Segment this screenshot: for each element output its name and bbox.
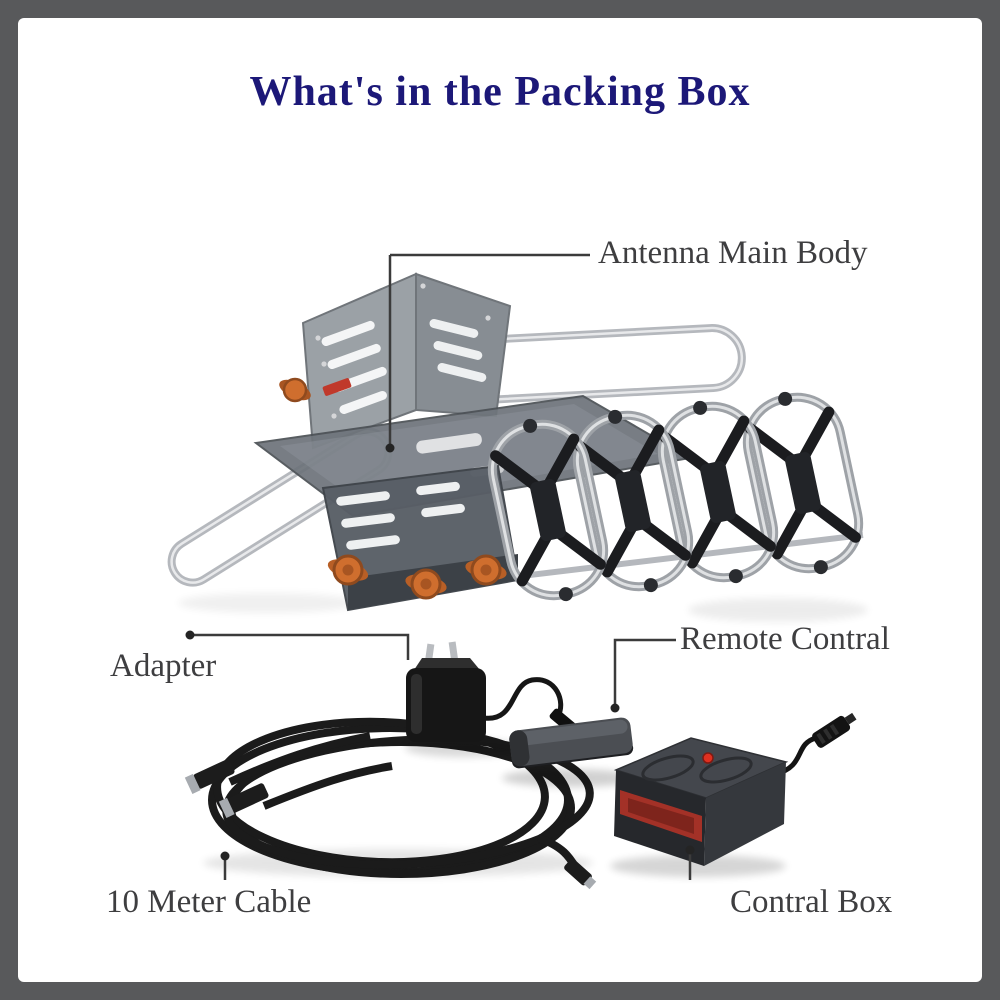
antenna-ring-4 (742, 391, 864, 575)
antenna-illustration (167, 272, 868, 622)
page-title: What's in the Packing Box (249, 69, 751, 115)
antenna-ring-2 (572, 409, 694, 593)
leader-lines (185, 253, 695, 880)
product-illustration (167, 253, 868, 890)
antenna-ring-1 (487, 418, 609, 602)
cable-illustration (184, 717, 597, 890)
content-area: What's in the Packing Box (18, 18, 982, 982)
callout-10-meter-cable: 10 Meter Cable (106, 884, 312, 920)
callout-remote-control: Remote Contral (680, 621, 890, 657)
antenna-ring-3 (657, 400, 779, 584)
control-box-illustration (610, 712, 857, 877)
callout-antenna-main-body: Antenna Main Body (598, 235, 868, 271)
callout-control-box: Contral Box (730, 884, 893, 920)
remote-illustration (502, 717, 638, 787)
adapter-illustration (405, 641, 583, 757)
callout-adapter: Adapter (110, 648, 217, 684)
